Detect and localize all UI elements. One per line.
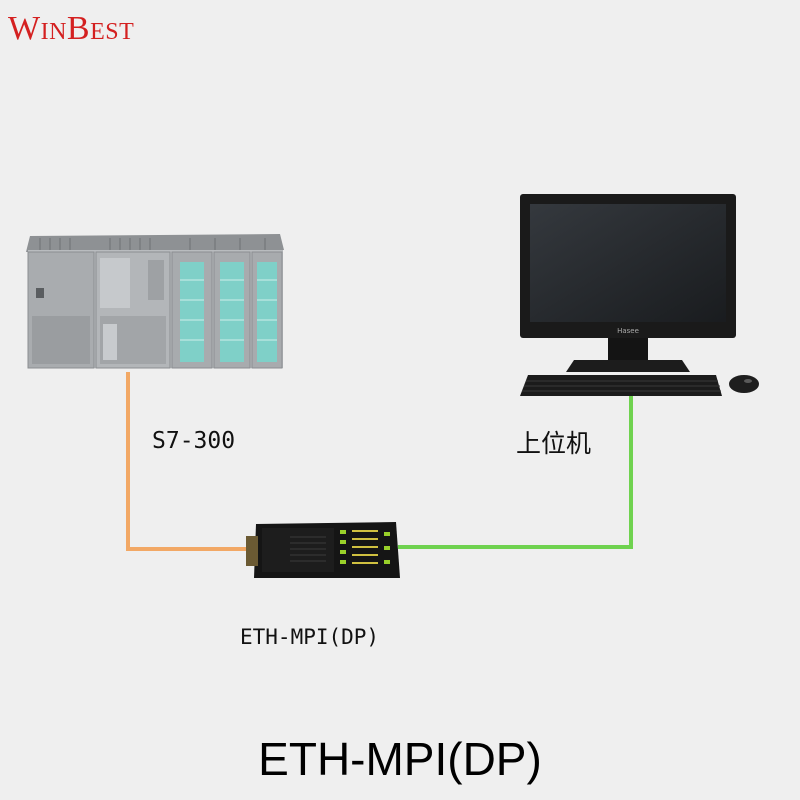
winbest-logo: WinBest [8, 10, 135, 47]
diagram-caption: ETH-MPI(DP) [258, 733, 542, 785]
adapter-label: ETH-MPI(DP) [240, 625, 380, 649]
ethernet-cable [398, 396, 633, 549]
pc-monitor: Hasee [520, 194, 736, 372]
pc-label: 上位机 [516, 429, 592, 458]
plc-s7-300 [26, 234, 284, 369]
plc-label: S7-300 [152, 428, 236, 454]
pc-keyboard [520, 375, 722, 396]
mpi-cable [126, 372, 255, 551]
pc-mouse [729, 375, 759, 393]
svg-text:Hasee: Hasee [617, 327, 639, 335]
eth-mpi-adapter [246, 522, 400, 578]
